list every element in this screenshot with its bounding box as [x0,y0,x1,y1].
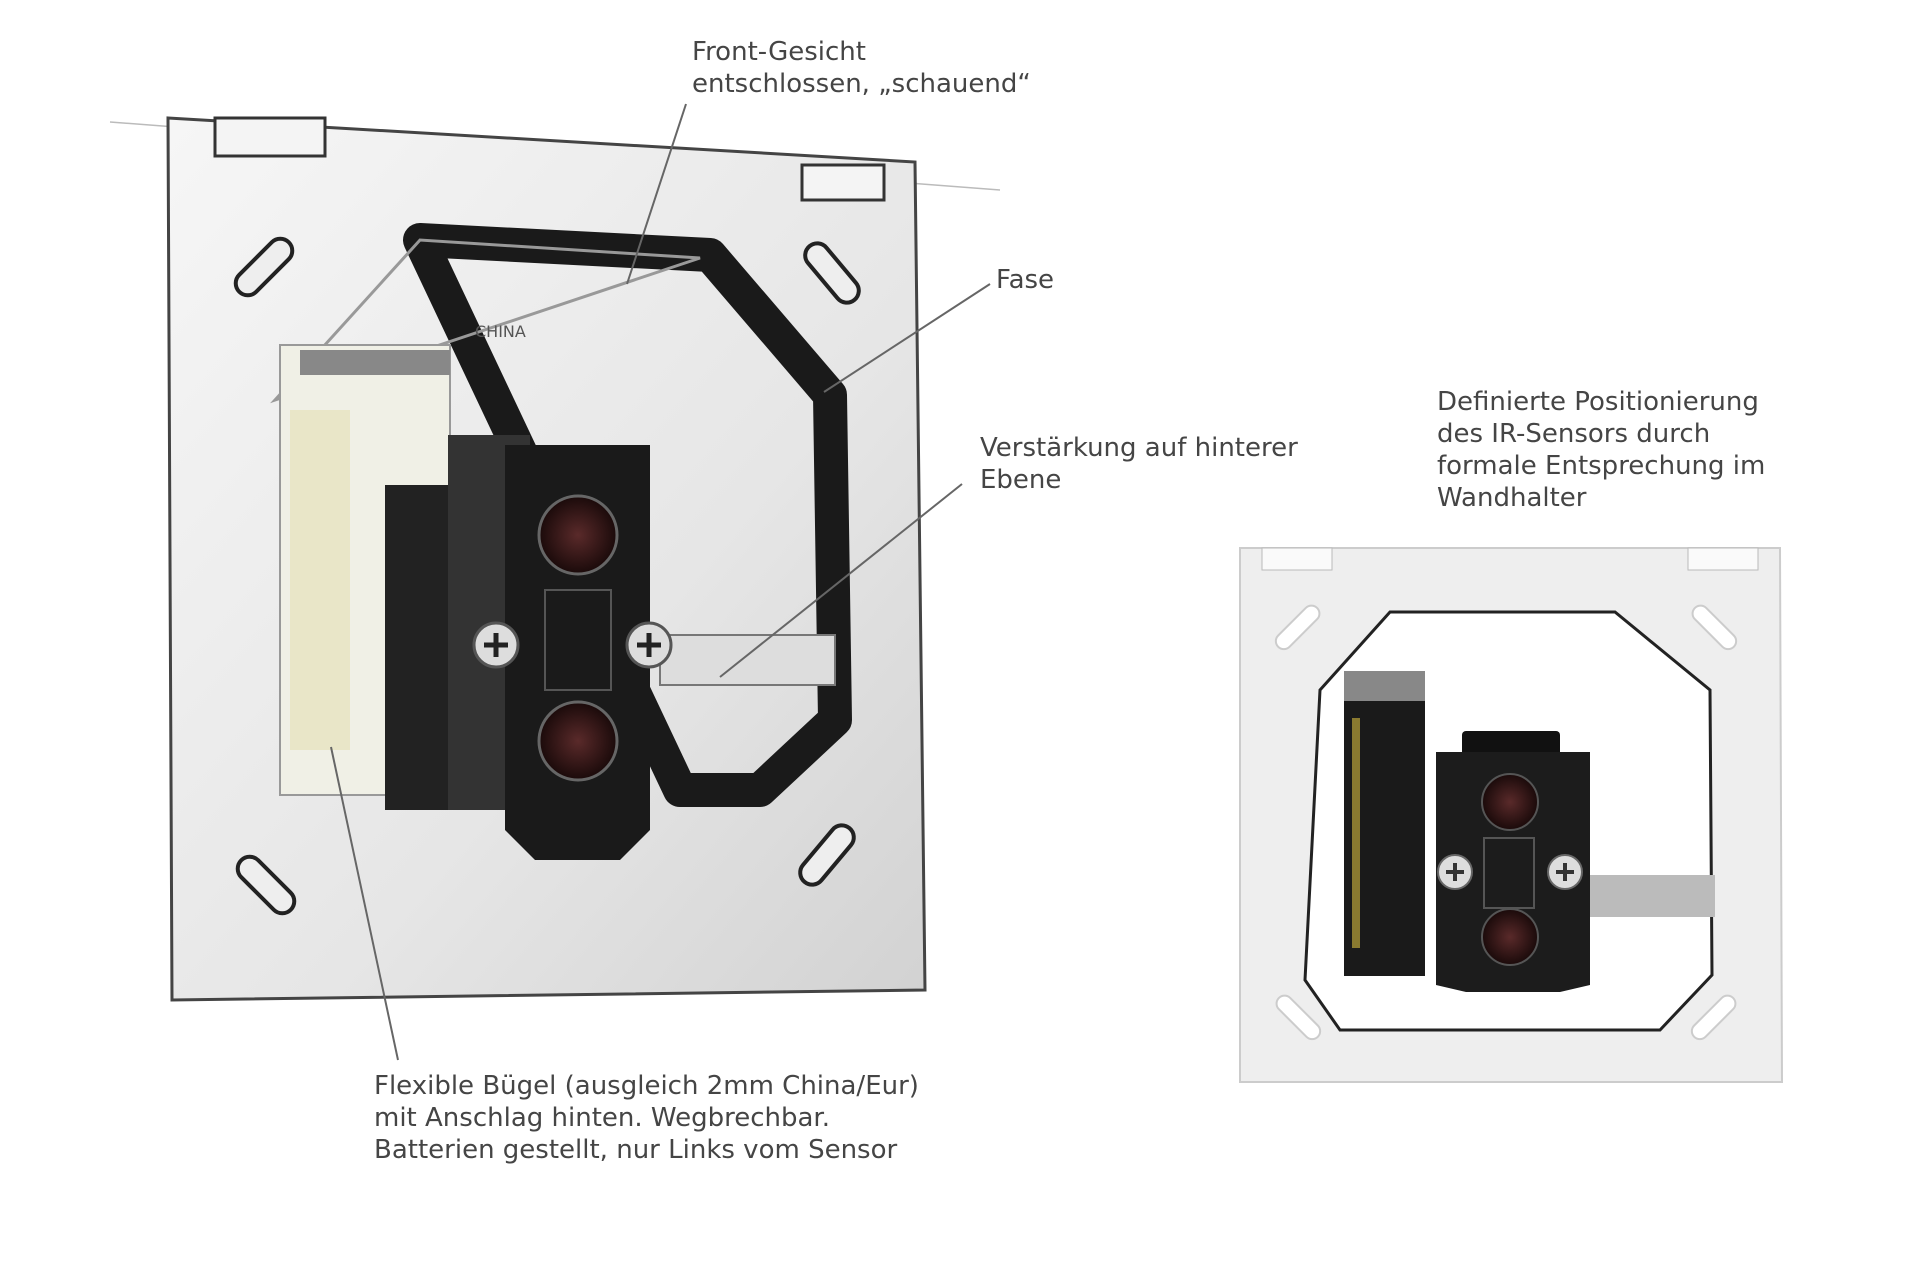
screw-icon [1437,854,1473,890]
ir-sensor [505,445,650,860]
render-wall-holder [1239,547,1784,1083]
annotation-line: mit Anschlag hinten. Wegbrechbar. [374,1103,830,1133]
annotation-line: entschlossen, „schauend“ [692,69,1031,99]
annotation-line: Verstärkung auf hinterer [980,433,1298,463]
annotation-bracket: Flexible Bügel (ausgleich 2mm China/Eur)… [374,1070,919,1166]
annotation-line: Flexible Bügel (ausgleich 2mm China/Eur) [374,1071,919,1101]
annotation-reinforcement: Verstärkung auf hinterer Ebene [980,432,1298,496]
annotation-positioning: Definierte Positionierung des IR-Sensors… [1437,386,1765,514]
annotation-line: des IR-Sensors durch [1437,419,1711,449]
screw-icon [625,621,673,669]
lens-icon [1481,773,1539,831]
annotation-line: Ebene [980,465,1062,495]
sketch-wall-holder: CHINA [109,116,1001,1002]
annotation-line: formale Entsprechung im [1437,451,1766,481]
sketch-china-text: CHINA [475,322,526,341]
annotation-line: Fase [996,265,1055,295]
annotation-line: Batterien gestellt, nur Links vom Sensor [374,1135,898,1165]
leader-lines [330,103,991,1061]
annotation-front-face: Front-Gesicht entschlossen, „schauend“ [692,36,1031,100]
ir-sensor-render [1436,731,1590,992]
lens-icon [1481,908,1539,966]
annotation-fase: Fase [996,264,1054,296]
screw-icon [1547,854,1583,890]
screw-icon [472,621,520,669]
annotation-line: Definierte Positionierung [1437,387,1759,417]
annotation-line: Wandhalter [1437,483,1587,513]
lens-icon [537,494,619,576]
annotation-line: Front-Gesicht [692,37,866,67]
lens-icon [537,700,619,782]
